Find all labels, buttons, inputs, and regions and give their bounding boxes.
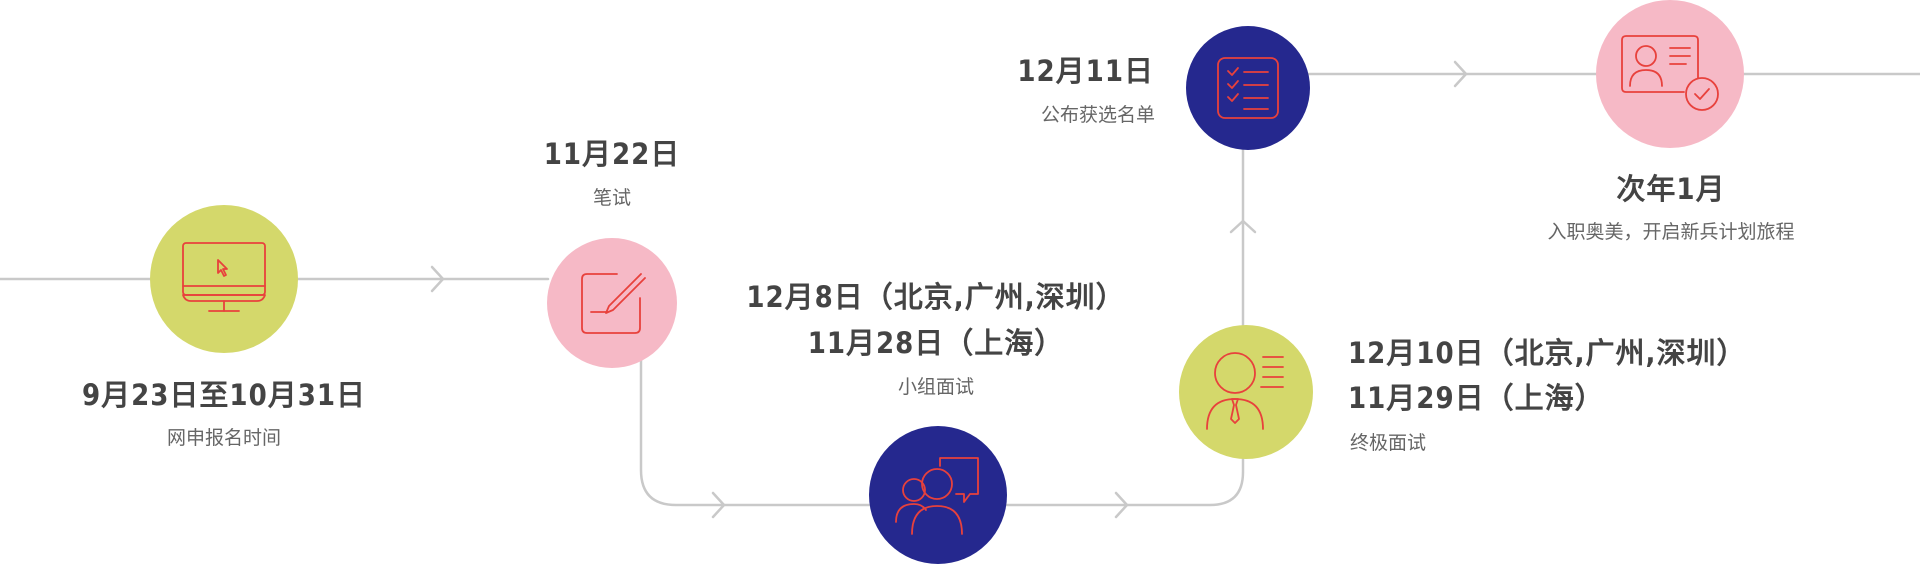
stage-5-node (1186, 26, 1310, 150)
stage-4-label: 终极面试 (1350, 432, 1427, 454)
stage-4-date-line-2: 11月29日（上海） (1348, 381, 1605, 415)
group-chat-icon (895, 457, 979, 535)
stage-5-label: 公布获选名单 (1040, 104, 1155, 126)
stage-4-date-line-1: 12月10日（北京,广州,深圳） (1348, 336, 1747, 370)
arrow-chevron-3 (1114, 491, 1129, 519)
stage-3-date-line-1: 12月8日（北京,广州,深圳） (746, 280, 1126, 314)
arrow-chevron-2 (711, 491, 726, 519)
stage-3-label: 小组面试 (897, 376, 975, 398)
stage-4-node (1179, 325, 1313, 459)
stage-1-label: 网申报名时间 (166, 427, 282, 449)
stage-6-date: 次年1月 (1616, 172, 1726, 206)
arrow-chevron-4 (1229, 219, 1257, 234)
stage-1-date: 9月23日至10月31日 (81, 378, 367, 412)
stage-6-node (1596, 0, 1744, 148)
stage-5-date: 12月11日 (1017, 54, 1154, 88)
computer-monitor-cursor-icon (182, 242, 266, 312)
checklist-icon (1217, 57, 1279, 119)
interviewer-tie-icon (1206, 352, 1284, 430)
stage-2-date: 11月22日 (543, 137, 681, 171)
arrow-chevron-5 (1453, 60, 1468, 88)
stage-3-date-line-2: 11月28日（上海） (807, 326, 1065, 360)
stage-2-node (547, 238, 677, 368)
arrow-chevron-1 (430, 265, 445, 293)
id-card-check-icon (1621, 35, 1719, 111)
stage-6-label: 入职奥美，开启新兵计划旅程 (1547, 221, 1795, 243)
stage-3-node (869, 426, 1007, 564)
edit-pen-icon (581, 273, 646, 334)
stage-2-label: 笔试 (592, 187, 632, 209)
stage-1-node (150, 205, 298, 353)
